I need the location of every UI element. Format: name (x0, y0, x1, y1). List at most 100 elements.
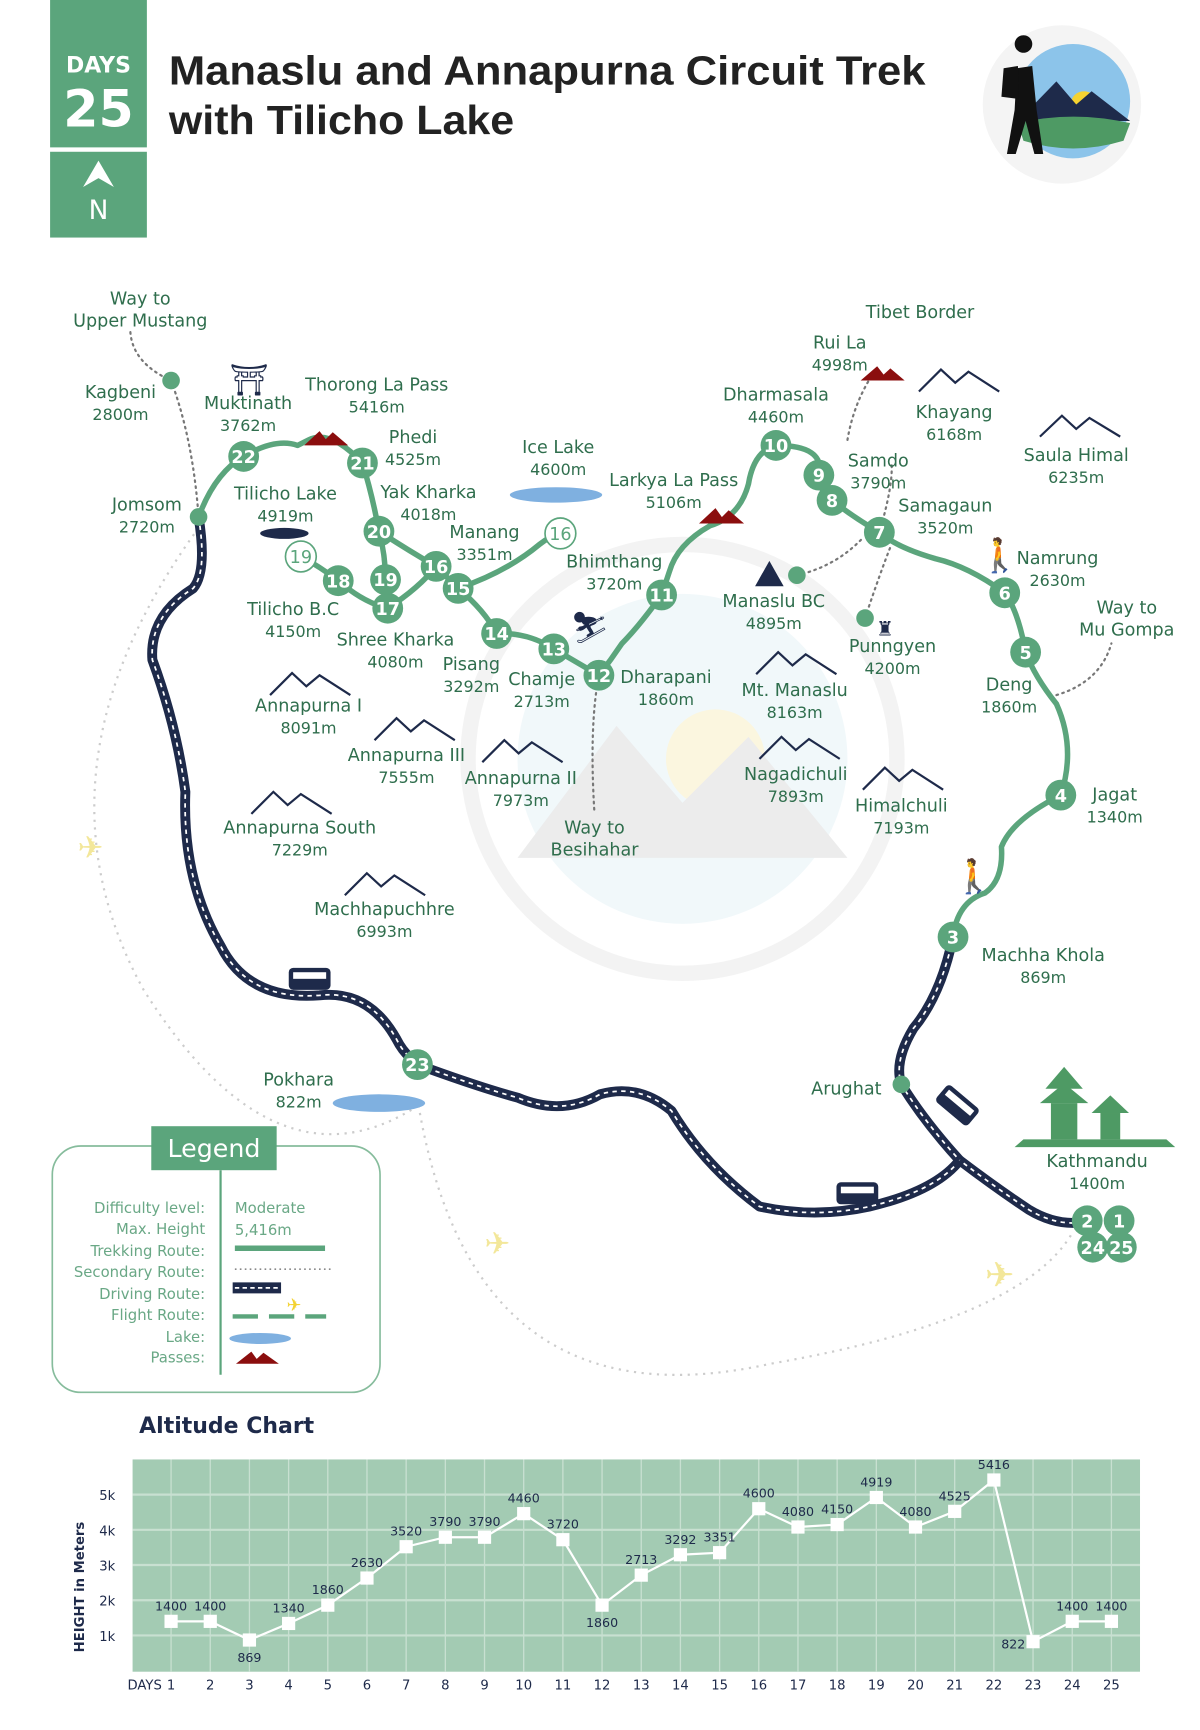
place-name: Muktinath (204, 394, 292, 414)
day-stop-marker: 24 (1077, 1231, 1109, 1263)
x-tick-label: 5 (324, 1678, 332, 1693)
days-label: DAYS (66, 54, 131, 79)
day-stop-marker: 12 (583, 659, 615, 691)
place-altitude: 3790m (850, 473, 906, 492)
legend-plane-icon: ✈ (287, 1296, 302, 1316)
day-number: 3 (947, 929, 959, 949)
stupa-icon: ♜ (876, 618, 894, 641)
place-altitude: 4460m (748, 407, 804, 426)
day-stop-marker: 7 (863, 516, 895, 548)
day-stop-marker: 16 (420, 551, 452, 582)
day-stop-marker: 4 (1045, 779, 1077, 811)
punngyen-dot (856, 609, 874, 627)
legend-value: Moderate (235, 1200, 306, 1217)
page-title-line1: Manaslu and Annapurna Circuit Trek (169, 48, 926, 94)
flight-route (93, 527, 420, 1136)
place-name: Namrung (1017, 549, 1099, 569)
day-number: 25 (1109, 1239, 1133, 1259)
day-stop-marker: 6 (989, 577, 1021, 609)
place-name: Nagadichuli (744, 765, 848, 785)
place-altitude: 7229m (272, 841, 328, 860)
place-name: Annapurna III (348, 746, 465, 766)
temple-icon: ⛩ (229, 362, 268, 398)
data-label: 4600 (743, 1486, 775, 1501)
x-tick-label: 10 (515, 1678, 532, 1693)
thorong-la-pass-icon (304, 431, 349, 446)
data-point (321, 1598, 335, 1612)
day-number: 15 (446, 580, 470, 600)
data-point (713, 1546, 727, 1560)
data-point (752, 1502, 766, 1516)
day-stop-marker: 11 (646, 579, 677, 611)
skier-icon: ⛷ (570, 610, 609, 646)
data-point (399, 1540, 413, 1554)
tent-icon (755, 560, 784, 587)
day-stop-marker: 19 (370, 564, 401, 595)
day-number: 20 (367, 523, 391, 543)
day-number: 11 (649, 587, 673, 607)
place-name: Kathmandu (1046, 1152, 1147, 1172)
day-stop-marker: 21 (347, 447, 378, 479)
day-number: 9 (813, 467, 825, 487)
x-tick-label: 15 (711, 1678, 728, 1693)
bus-icon (288, 967, 331, 990)
day-stop-marker: 18 (322, 565, 354, 597)
place-altitude: 3520m (917, 518, 973, 537)
y-tick-label: 1k (99, 1630, 115, 1645)
data-label: 869 (237, 1650, 261, 1665)
day-stop-marker-outlined: 19 (284, 540, 318, 573)
company-logo (982, 25, 1142, 184)
x-tick-label: 4 (284, 1678, 292, 1693)
legend-drive-swatch (232, 1282, 282, 1294)
day-number: 1 (1113, 1212, 1125, 1232)
day-stop-marker: 17 (372, 592, 404, 624)
place-altitude: 7973m (493, 791, 549, 810)
day-stop-marker: 2 (1071, 1205, 1103, 1237)
legend-pass-swatch (235, 1351, 279, 1364)
mountain-icons (250, 368, 1121, 897)
x-tick-label: 20 (907, 1678, 924, 1693)
place-name: Machha Khola (982, 946, 1105, 966)
place-name: Khayang (916, 403, 993, 423)
place-name: Pisang (443, 655, 500, 675)
place-name: Larkya La Pass (609, 471, 738, 491)
data-label: 3790 (468, 1514, 500, 1529)
x-tick-label: 6 (363, 1678, 371, 1693)
place-name: Mt. Manaslu (742, 681, 848, 701)
legend-label: Secondary Route: (74, 1264, 205, 1281)
day-stop-marker: 13 (538, 633, 570, 665)
day-number: 14 (484, 625, 508, 645)
flight-route (417, 1105, 1074, 1377)
place-name: Ice Lake (522, 438, 594, 458)
place-name: Shree Kharka (337, 631, 455, 651)
place-altitude: 4998m (812, 356, 868, 375)
day-stop-marker: 3 (937, 921, 969, 953)
day-number: 16 (424, 558, 448, 578)
data-point (282, 1616, 296, 1631)
day-stop-marker: 8 (816, 485, 848, 516)
place-altitude: 1340m (1087, 808, 1143, 827)
data-label: 4460 (508, 1491, 540, 1506)
day-number: 4 (1055, 787, 1067, 807)
day-number: 17 (376, 600, 400, 620)
driving-route (147, 511, 1078, 1228)
data-label: 4525 (939, 1488, 971, 1503)
day-number: 6 (999, 584, 1011, 604)
data-label: 1400 (155, 1598, 187, 1613)
place-name: Tilicho B.C (246, 600, 339, 620)
data-point (477, 1530, 492, 1544)
place-altitude: 4080m (367, 653, 423, 672)
